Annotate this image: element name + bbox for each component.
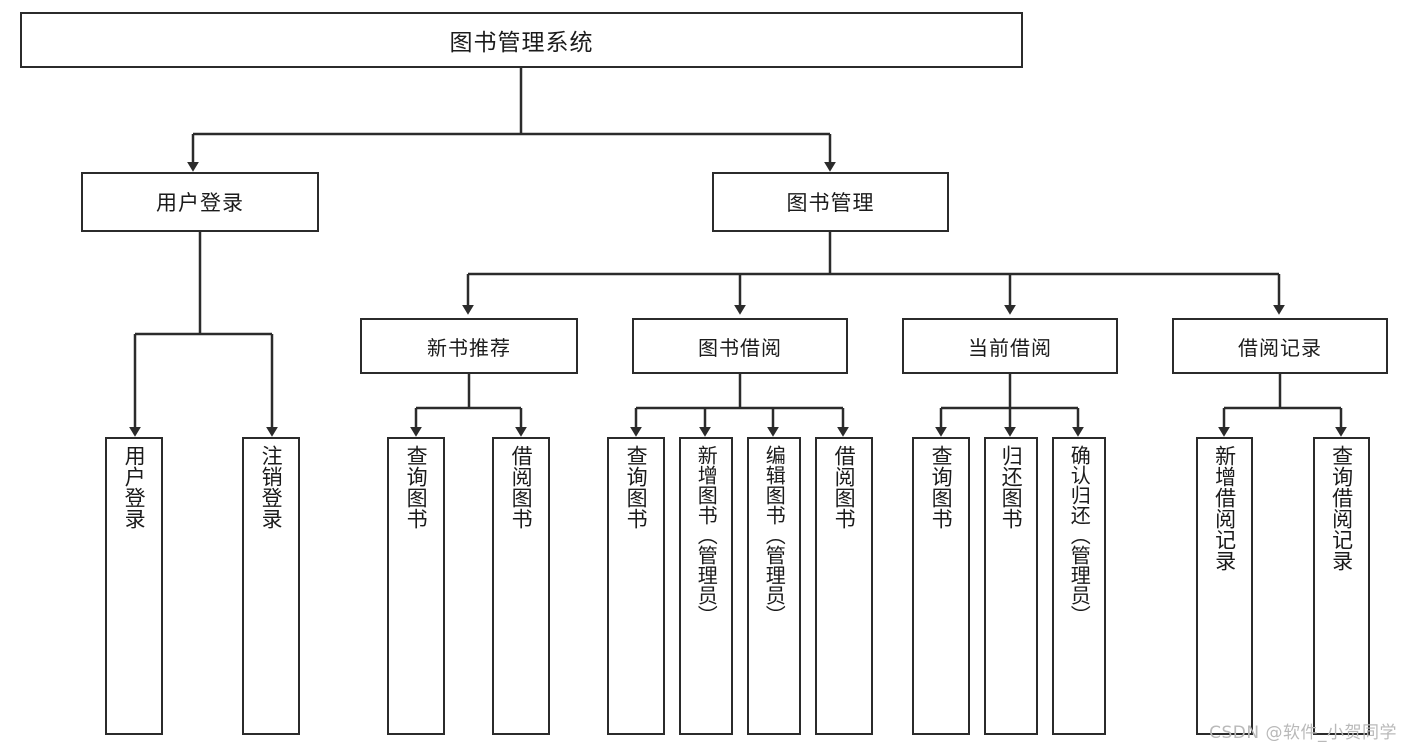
node-label: 图书管理系统 bbox=[449, 30, 594, 56]
leaf-label: 查询借阅记录 bbox=[1329, 445, 1354, 571]
node-label: 用户登录 bbox=[156, 191, 244, 215]
csdn-watermark: CSDN @软件_小贺同学 bbox=[1209, 723, 1397, 743]
leaf-borrow-book-recommend[interactable]: 借阅图书 bbox=[492, 437, 550, 735]
node-current-borrow[interactable]: 当前借阅 bbox=[902, 318, 1118, 374]
leaf-label: 借阅图书 bbox=[832, 445, 857, 529]
node-new-book-recommend[interactable]: 新书推荐 bbox=[360, 318, 578, 374]
node-book-borrow[interactable]: 图书借阅 bbox=[632, 318, 848, 374]
leaf-label: 编辑图书（管理员） bbox=[762, 445, 787, 625]
leaf-confirm-return-admin[interactable]: 确认归还（管理员） bbox=[1052, 437, 1106, 735]
node-label: 图书借阅 bbox=[698, 335, 782, 360]
leaf-query-book-recommend[interactable]: 查询图书 bbox=[387, 437, 445, 735]
leaf-query-book-borrow[interactable]: 查询图书 bbox=[607, 437, 665, 735]
leaf-return-book[interactable]: 归还图书 bbox=[984, 437, 1038, 735]
node-label: 图书管理 bbox=[786, 191, 875, 215]
node-book-management[interactable]: 图书管理 bbox=[712, 172, 949, 232]
leaf-label: 用户登录 bbox=[122, 445, 147, 529]
leaf-label: 新增图书（管理员） bbox=[694, 445, 719, 625]
leaf-label: 查询图书 bbox=[404, 445, 429, 529]
leaf-query-borrow-record[interactable]: 查询借阅记录 bbox=[1313, 437, 1370, 735]
leaf-label: 查询图书 bbox=[929, 445, 954, 529]
leaf-label: 注销登录 bbox=[259, 445, 284, 529]
node-label: 新书推荐 bbox=[427, 335, 511, 360]
leaf-query-book-current[interactable]: 查询图书 bbox=[912, 437, 970, 735]
leaf-user-logout[interactable]: 注销登录 bbox=[242, 437, 300, 735]
node-root-book-management-system[interactable]: 图书管理系统 bbox=[20, 12, 1023, 68]
leaf-label: 查询图书 bbox=[624, 445, 649, 529]
node-label: 借阅记录 bbox=[1238, 335, 1322, 360]
leaf-label: 确认归还（管理员） bbox=[1067, 445, 1092, 625]
node-label: 当前借阅 bbox=[968, 335, 1052, 360]
leaf-label: 借阅图书 bbox=[509, 445, 534, 529]
leaf-add-borrow-record[interactable]: 新增借阅记录 bbox=[1196, 437, 1253, 735]
node-user-login[interactable]: 用户登录 bbox=[81, 172, 319, 232]
leaf-user-login[interactable]: 用户登录 bbox=[105, 437, 163, 735]
leaf-edit-book-admin[interactable]: 编辑图书（管理员） bbox=[747, 437, 801, 735]
leaf-label: 归还图书 bbox=[999, 445, 1024, 529]
leaf-add-book-admin[interactable]: 新增图书（管理员） bbox=[679, 437, 733, 735]
leaf-label: 新增借阅记录 bbox=[1212, 445, 1237, 571]
leaf-borrow-book[interactable]: 借阅图书 bbox=[815, 437, 873, 735]
node-borrow-record[interactable]: 借阅记录 bbox=[1172, 318, 1388, 374]
